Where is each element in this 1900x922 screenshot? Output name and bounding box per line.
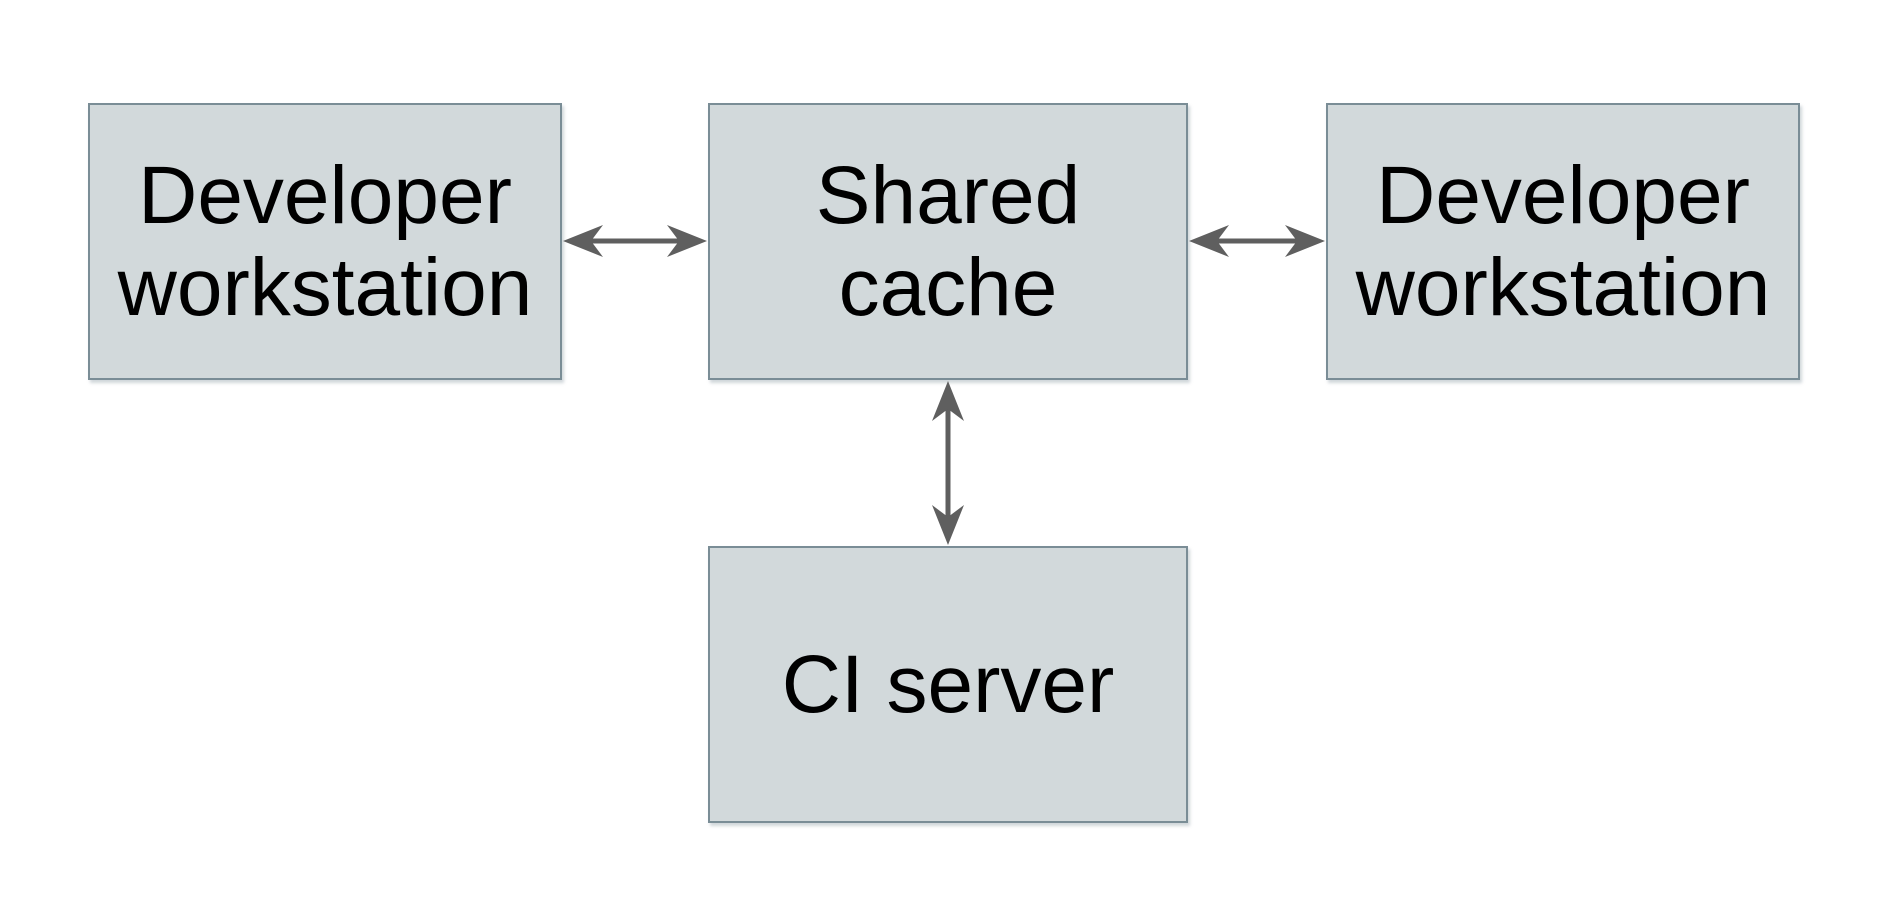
arrow-devleft-cache-icon (563, 225, 707, 257)
node-developer-workstation-left: Developer workstation (88, 103, 562, 380)
arrow-cache-devright-icon (1189, 225, 1325, 257)
node-label: Developer workstation (1355, 149, 1771, 333)
node-ci-server: CI server (708, 546, 1188, 823)
node-developer-workstation-right: Developer workstation (1326, 103, 1800, 380)
node-label: CI server (781, 638, 1115, 730)
node-label: Shared cache (815, 149, 1081, 333)
node-shared-cache: Shared cache (708, 103, 1188, 380)
arrow-cache-ciserver-icon (932, 381, 964, 545)
node-label: Developer workstation (117, 149, 533, 333)
